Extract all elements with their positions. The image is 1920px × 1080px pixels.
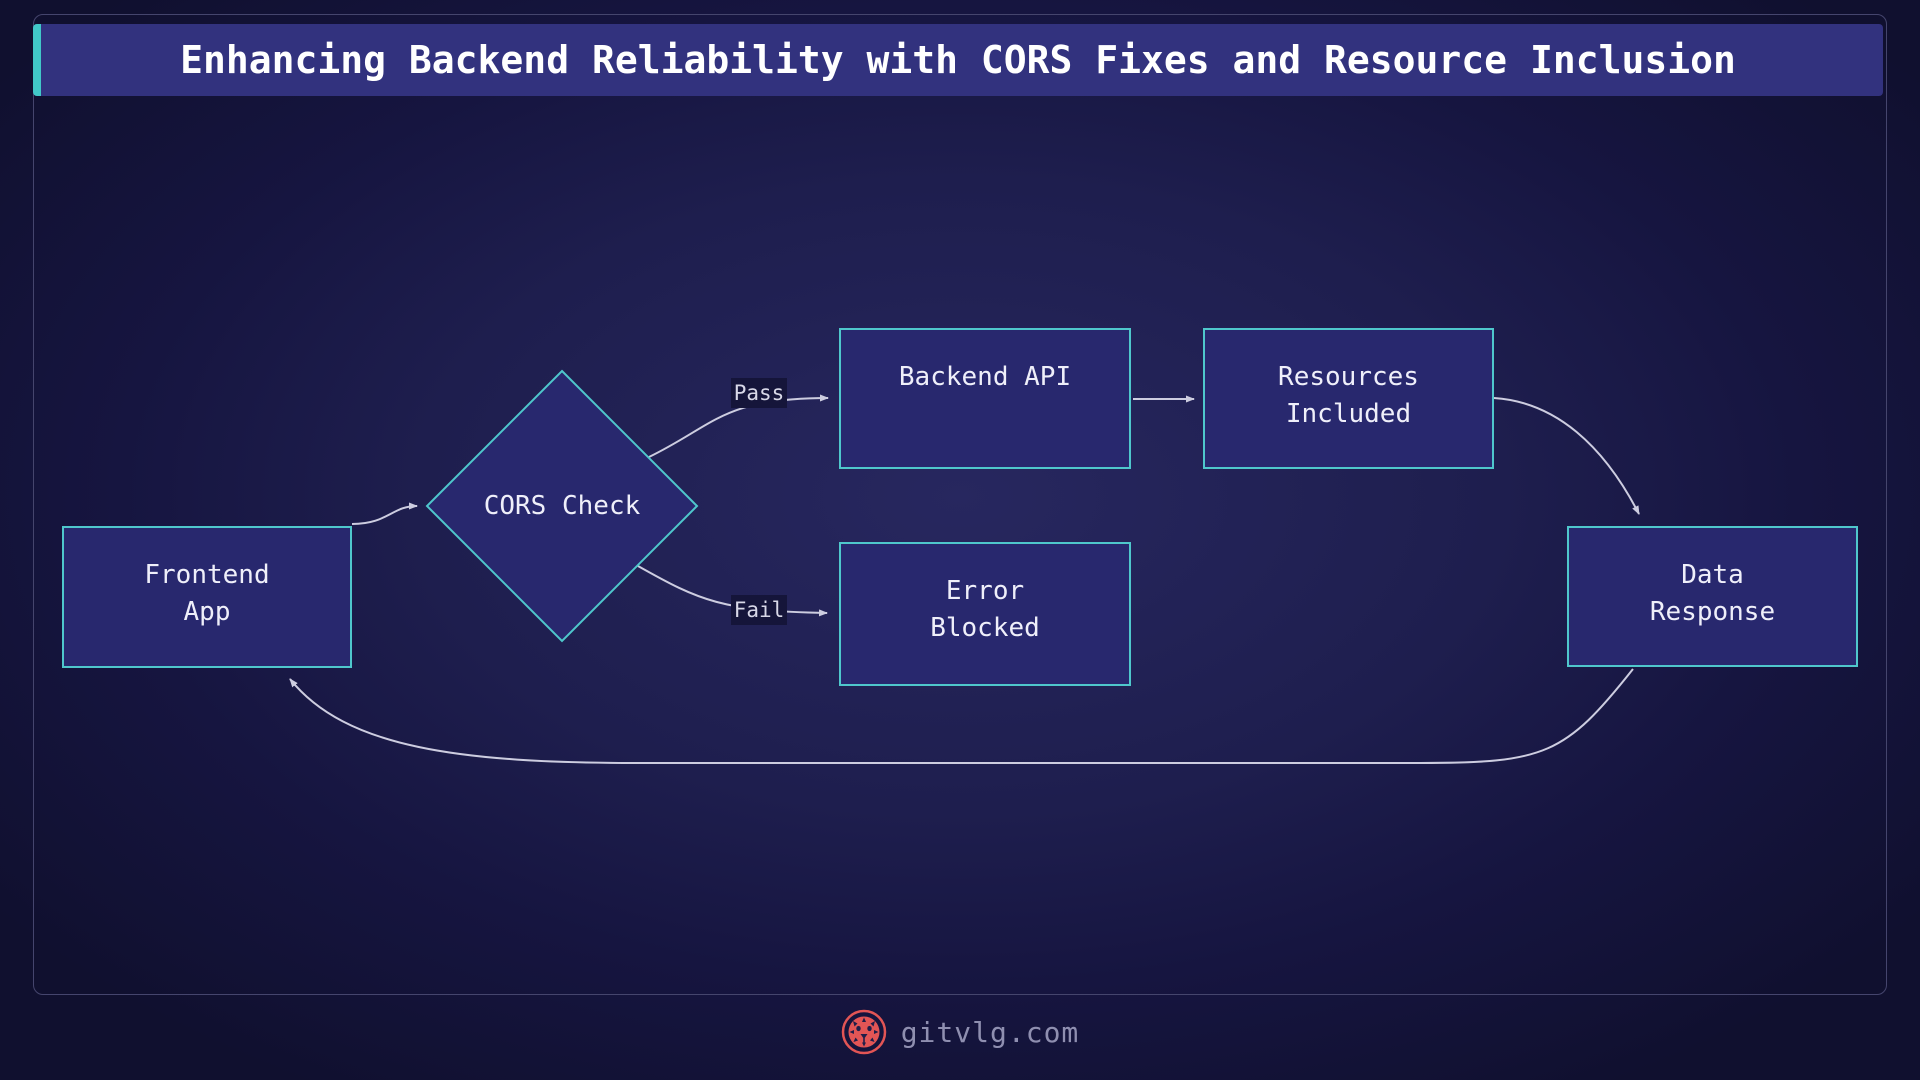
node-data-response: Data Response — [1567, 526, 1858, 667]
diagram-title: Enhancing Backend Reliability with CORS … — [180, 38, 1736, 82]
title-accent-bar — [33, 24, 41, 96]
footer-site-link[interactable]: gitvlg.com — [900, 1015, 1080, 1049]
node-frontend-app: Frontend App — [62, 526, 352, 668]
diagram-container — [33, 14, 1887, 995]
edge-frontend-to-cors — [351, 502, 418, 525]
node-label-line: Backend API — [898, 362, 1072, 392]
footer: gitvlg.com — [0, 1004, 1920, 1060]
node-backend-api: Backend API — [839, 328, 1131, 469]
node-label-line: Included — [1285, 399, 1412, 429]
edge-data-to-frontend-return — [289, 668, 1634, 764]
node-label-line: Frontend — [144, 560, 270, 590]
node-label-line: App — [183, 597, 231, 627]
title-bar: Enhancing Backend Reliability with CORS … — [33, 24, 1883, 96]
node-error-blocked: Error Blocked — [839, 542, 1131, 686]
edge-label-fail: Fail — [731, 595, 787, 625]
edge-label-pass: Pass — [731, 378, 787, 408]
node-label-line: Response — [1649, 597, 1776, 627]
edge-cors-to-backend-pass — [648, 394, 829, 458]
node-cors-check-label: CORS Check — [483, 491, 641, 521]
cors-check-diamond — [425, 369, 699, 643]
node-label-line: Error — [945, 576, 1025, 606]
node-label-line: Blocked — [930, 613, 1040, 643]
node-resources-included: Resources Included — [1203, 328, 1494, 469]
edge-cors-to-error-fail — [637, 565, 828, 617]
lion-icon — [841, 1009, 886, 1055]
edge-resources-to-data — [1493, 397, 1640, 515]
node-label-line: Data — [1681, 560, 1744, 590]
node-label-line: Resources — [1278, 362, 1419, 392]
